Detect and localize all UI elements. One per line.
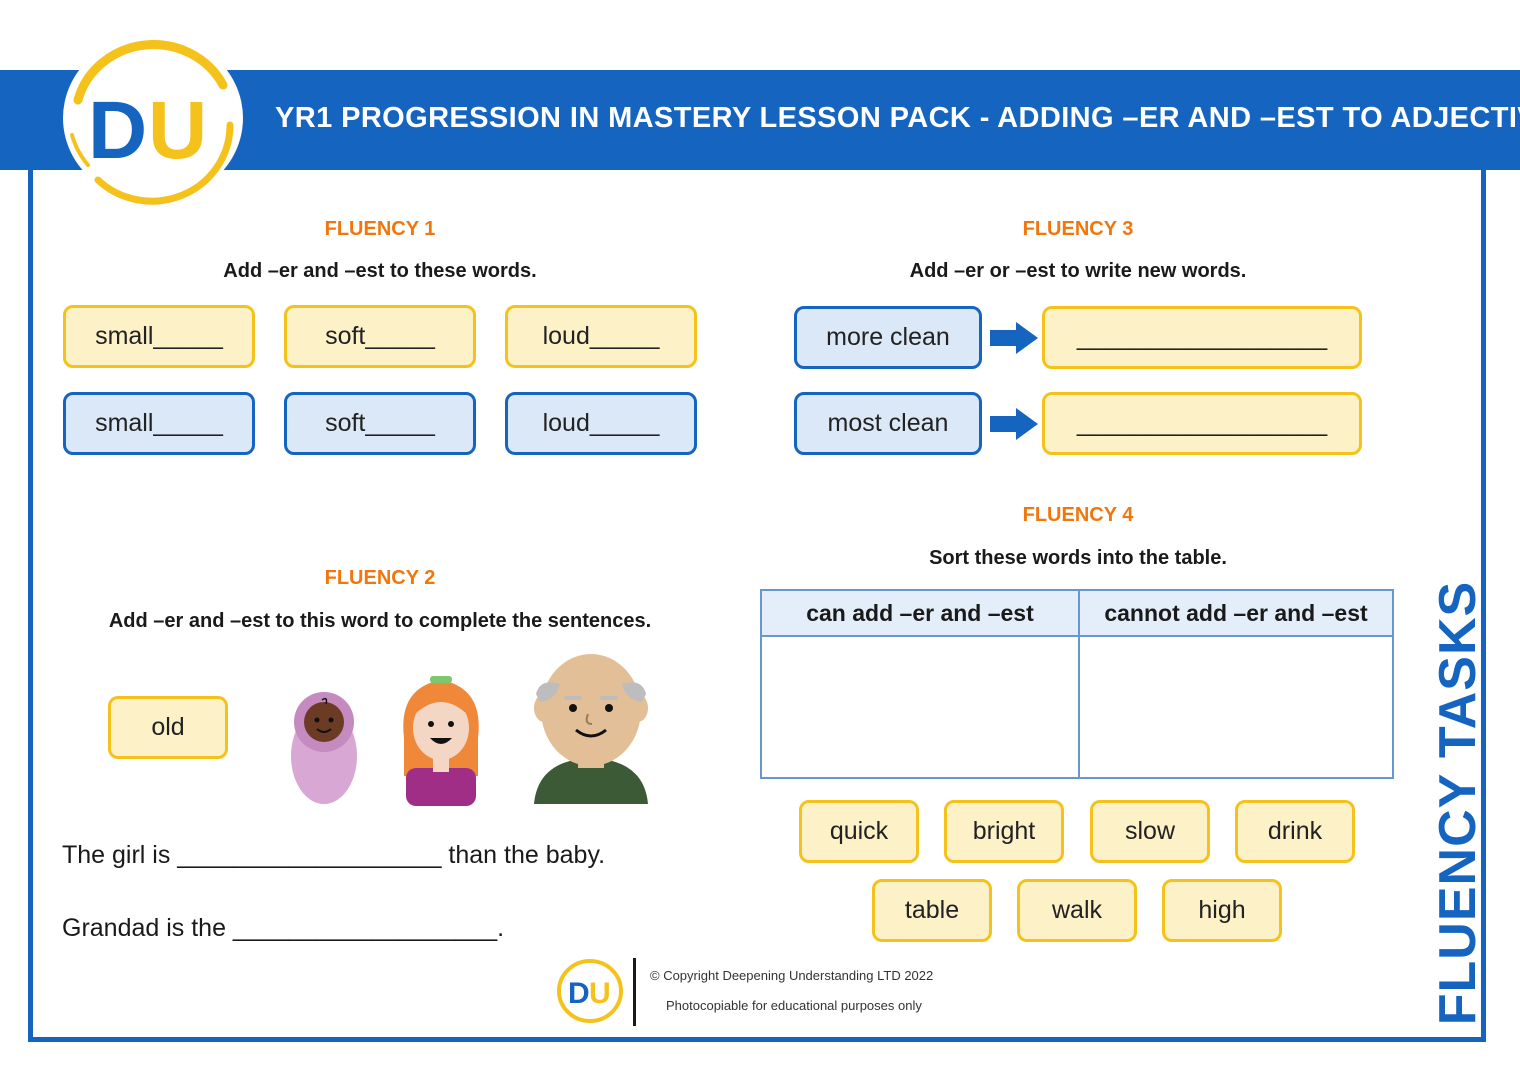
word-box-est[interactable]: small_____: [63, 392, 255, 455]
sentence-grandad: Grandad is the ___________________.: [62, 914, 505, 942]
svg-text:U: U: [589, 977, 611, 1010]
side-label: FLUENCY TASKS: [1429, 580, 1487, 1026]
footer-logo: D U: [557, 959, 623, 1023]
fluency2-title: FLUENCY 2: [324, 567, 436, 589]
source-word-box: more clean: [794, 306, 982, 369]
svg-text:D: D: [568, 977, 590, 1010]
fluency3-title: FLUENCY 3: [1022, 218, 1134, 240]
answer-box[interactable]: __________________: [1042, 392, 1362, 455]
word-box-old[interactable]: old: [108, 696, 228, 759]
grandad-figure: [534, 654, 648, 804]
sort-word-card[interactable]: walk: [1017, 879, 1137, 942]
photocopiable-note: Photocopiable for educational purposes o…: [666, 998, 922, 1013]
sort-table: can add –er and –est cannot add –er and …: [760, 589, 1394, 779]
svg-text:U: U: [148, 85, 207, 176]
answer-box[interactable]: __________________: [1042, 306, 1362, 369]
sort-word-card[interactable]: drink: [1235, 800, 1355, 863]
footer-divider: [633, 958, 636, 1026]
page-frame: [28, 168, 1486, 1042]
page-title: YR1 PROGRESSION IN MASTERY LESSON PACK -…: [275, 102, 1520, 134]
word-box-er[interactable]: small_____: [63, 305, 255, 368]
fluency2-instruction: Add –er and –est to this word to complet…: [108, 610, 652, 632]
cannot-add-cell[interactable]: [1078, 635, 1394, 779]
header-band: [0, 70, 1520, 170]
sort-word-card[interactable]: high: [1162, 879, 1282, 942]
copyright-text: © Copyright Deepening Understanding LTD …: [650, 968, 934, 983]
sort-word-card[interactable]: quick: [799, 800, 919, 863]
du-logo: D U: [63, 34, 243, 205]
fluency1-title: FLUENCY 1: [324, 218, 436, 240]
word-box-est[interactable]: loud_____: [505, 392, 697, 455]
fluency3-instruction: Add –er or –est to write new words.: [909, 260, 1247, 282]
svg-text:D: D: [88, 85, 147, 176]
right-arrow-icon: [990, 322, 1038, 354]
sort-word-card[interactable]: bright: [944, 800, 1064, 863]
word-box-est[interactable]: soft_____: [284, 392, 476, 455]
column-header-cannot: cannot add –er and –est: [1078, 589, 1394, 637]
word-box-er[interactable]: loud_____: [505, 305, 697, 368]
word-box-er[interactable]: soft_____: [284, 305, 476, 368]
baby-figure: [291, 692, 357, 804]
girl-figure: [403, 676, 479, 806]
sentence-girl: The girl is ___________________ than the…: [62, 841, 606, 869]
sort-word-card[interactable]: table: [872, 879, 992, 942]
fluency4-title: FLUENCY 4: [1022, 504, 1134, 526]
right-arrow-icon: [990, 408, 1038, 440]
source-word-box: most clean: [794, 392, 982, 455]
column-header-can: can add –er and –est: [760, 589, 1080, 637]
can-add-cell[interactable]: [760, 635, 1080, 779]
fluency4-instruction: Sort these words into the table.: [929, 547, 1227, 569]
fluency1-instruction: Add –er and –est to these words.: [223, 260, 537, 282]
sort-word-card[interactable]: slow: [1090, 800, 1210, 863]
